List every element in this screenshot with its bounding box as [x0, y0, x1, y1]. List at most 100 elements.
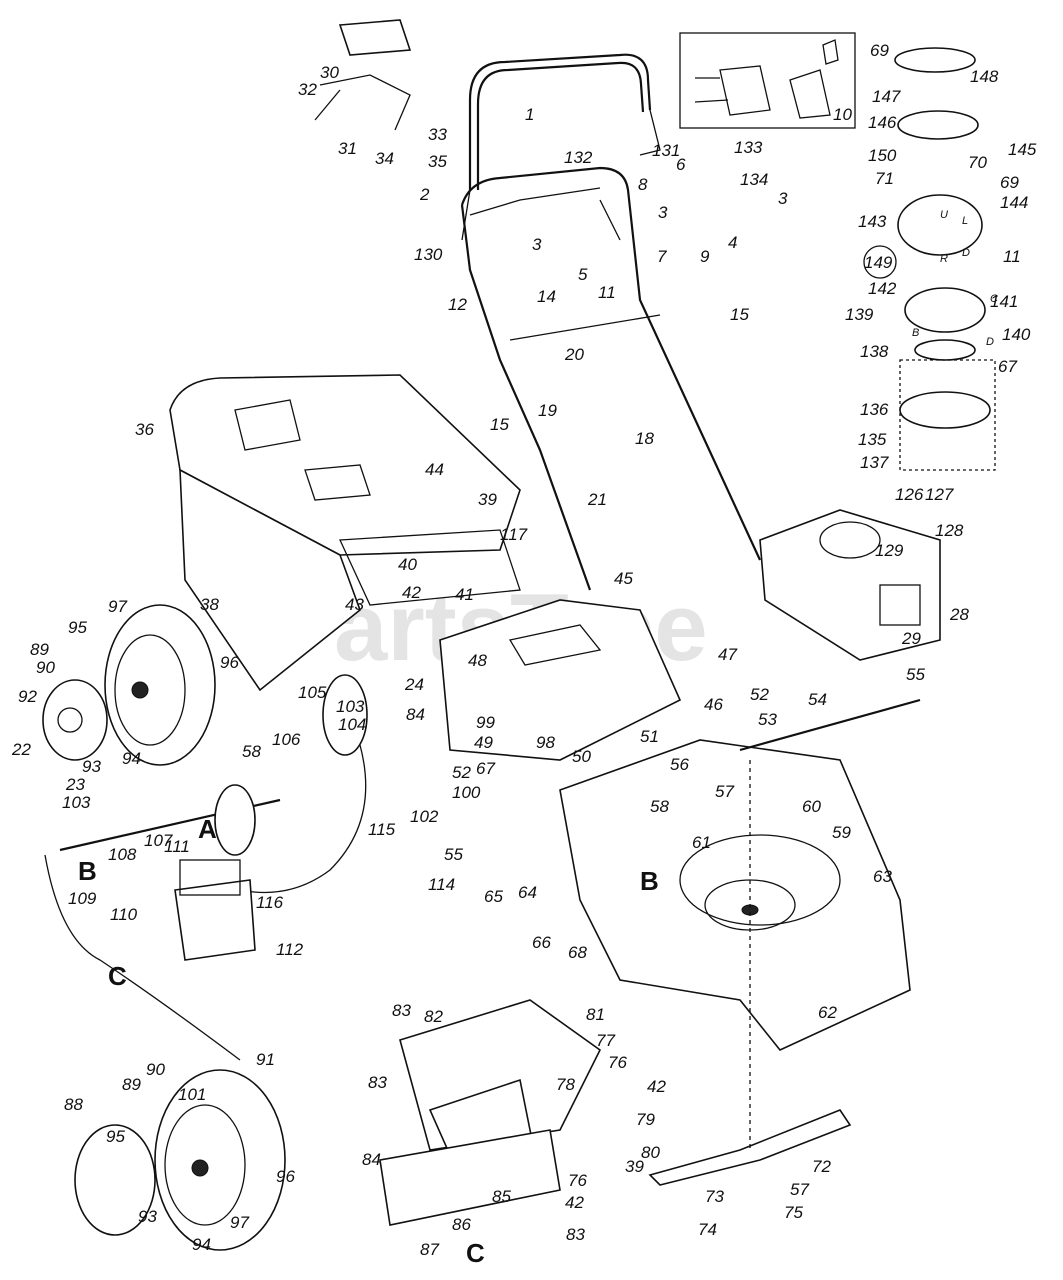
callout-label: 144	[1000, 193, 1028, 212]
callout-label: 85	[492, 1187, 511, 1206]
callout-label: 90	[36, 658, 55, 677]
callout-label: 142	[868, 279, 897, 298]
callout-label: 40	[398, 555, 417, 574]
control-cable-drawing	[44, 744, 751, 1150]
callout-label: 76	[568, 1171, 587, 1190]
callout-label: 60	[802, 797, 821, 816]
small-letter: L	[962, 215, 968, 227]
callout-label: 35	[428, 152, 447, 171]
callout-label: 79	[636, 1110, 655, 1129]
callout-label: 69	[1000, 173, 1019, 192]
callout-labels: 1 2 3 3 3 4 5 6 7 8 9 10 11 11 12 14 15 …	[11, 41, 1037, 1259]
callout-label: 9	[700, 247, 710, 266]
callout-label: 112	[276, 940, 304, 959]
callout-label: 11	[1003, 247, 1021, 266]
callout-label: 34	[375, 149, 394, 168]
callout-label: 148	[970, 67, 999, 86]
starter-stack-drawing	[894, 47, 996, 471]
small-letter: D	[986, 336, 994, 348]
callout-label: 41	[455, 585, 474, 604]
callout-label: 11	[598, 283, 616, 302]
callout-label: 52	[452, 763, 471, 782]
callout-label: 22	[11, 740, 31, 759]
callout-label: 98	[536, 733, 555, 752]
callout-label: 128	[935, 521, 964, 540]
rear-wheel-drawing	[42, 604, 216, 766]
small-letter: B	[912, 327, 919, 339]
callout-label: 56	[670, 755, 689, 774]
callout-label: 136	[860, 400, 889, 419]
callout-label: 15	[730, 305, 749, 324]
callout-label: 149	[864, 253, 893, 272]
callout-label: 55	[906, 665, 925, 684]
callout-label: 42	[647, 1077, 666, 1096]
callout-label: 20	[564, 345, 584, 364]
callout-label: 14	[537, 287, 556, 306]
letter-ref-a: A	[198, 814, 217, 844]
callout-label: 100	[452, 783, 481, 802]
callout-label: 69	[870, 41, 889, 60]
callout-label: 110	[110, 905, 138, 924]
callout-label: 31	[338, 139, 357, 158]
callout-label: 21	[587, 490, 607, 509]
callout-label: 12	[448, 295, 467, 314]
callout-label: 83	[566, 1225, 585, 1244]
callout-label: 30	[320, 63, 339, 82]
callout-label: 51	[640, 727, 659, 746]
callout-label: 139	[845, 305, 874, 324]
callout-label: 137	[860, 453, 889, 472]
circled-callout-ring	[863, 245, 897, 279]
callout-label: 64	[518, 883, 537, 902]
callout-label: 127	[925, 485, 954, 504]
callout-label: 129	[875, 541, 904, 560]
grass-bag-drawing	[169, 374, 521, 692]
callout-label: 145	[1008, 140, 1037, 159]
callout-label: 116	[256, 893, 284, 912]
callout-label: 94	[122, 749, 141, 768]
callout-label: 84	[406, 705, 425, 724]
callout-label: 106	[272, 730, 301, 749]
callout-label: 82	[424, 1007, 443, 1026]
callout-label: 135	[858, 430, 887, 449]
callout-label: 134	[740, 170, 768, 189]
callout-label: 8	[638, 175, 648, 194]
callout-label: 67	[998, 357, 1017, 376]
callout-label: 18	[635, 429, 654, 448]
callout-label: 83	[392, 1001, 411, 1020]
callout-label: 86	[452, 1215, 471, 1234]
callout-label: 80	[641, 1143, 660, 1162]
callout-label: 66	[532, 933, 551, 952]
letter-references: A B B C C	[78, 814, 659, 1268]
callout-label: 130	[414, 245, 443, 264]
callout-label: 15	[490, 415, 509, 434]
callout-label: 62	[818, 1003, 837, 1022]
letter-ref-b-right: B	[640, 866, 659, 896]
callout-label: 95	[106, 1127, 125, 1146]
callout-label: 58	[650, 797, 669, 816]
callout-label: 57	[715, 782, 734, 801]
callout-label: 96	[276, 1167, 295, 1186]
callout-label: 48	[468, 651, 487, 670]
callout-label: 89	[30, 640, 49, 659]
callout-label: 146	[868, 113, 897, 132]
callout-label: 114	[428, 875, 455, 894]
callout-label: 117	[500, 525, 528, 544]
small-letter: D	[962, 247, 970, 259]
callout-label: 71	[875, 169, 894, 188]
callout-label: 115	[368, 820, 396, 839]
callout-label: 109	[68, 889, 97, 908]
callout-label: 39	[478, 490, 497, 509]
callout-label: 91	[256, 1050, 275, 1069]
callout-label: 126	[895, 485, 924, 504]
callout-label: 70	[968, 153, 987, 172]
callout-label: 94	[192, 1235, 211, 1254]
callout-label: 88	[64, 1095, 83, 1114]
callout-label: 133	[734, 138, 763, 157]
transmission-drawing	[174, 859, 256, 961]
callout-label: 140	[1002, 325, 1031, 344]
callout-label: 90	[146, 1060, 165, 1079]
callout-label: 72	[812, 1157, 831, 1176]
callout-label: 74	[698, 1220, 717, 1239]
mower-deck-drawing	[559, 739, 911, 1051]
bracket-assembly-drawing	[694, 39, 839, 119]
